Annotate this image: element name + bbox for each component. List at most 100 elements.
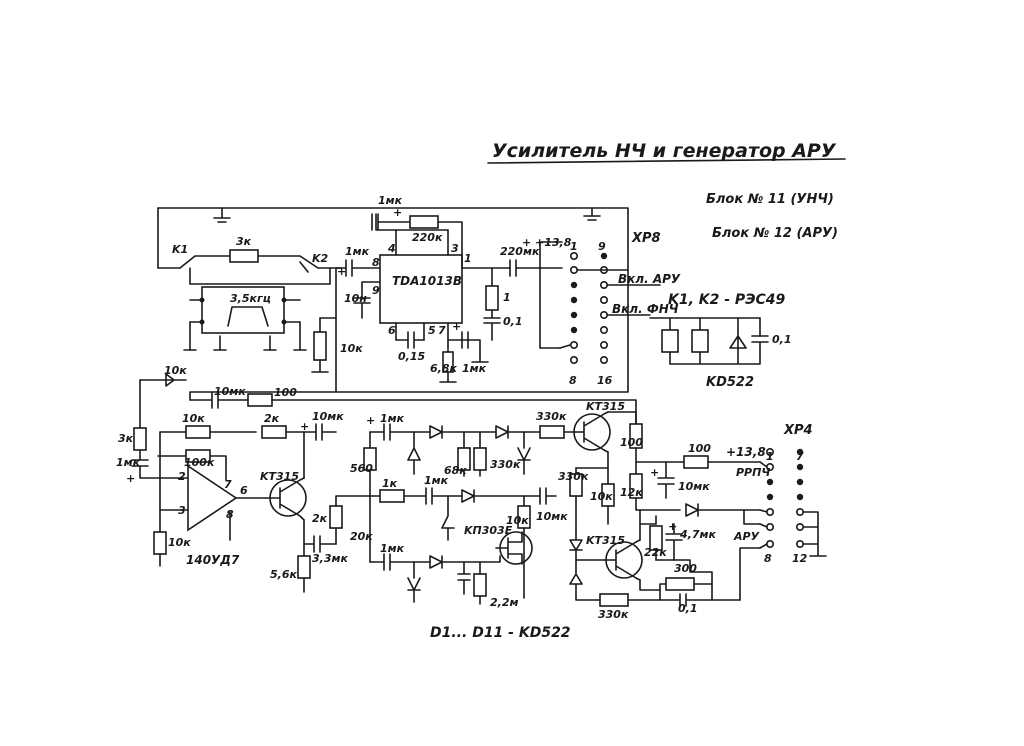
xp8-pin-9: 9 bbox=[598, 240, 606, 253]
r-220k-label: 220к bbox=[412, 231, 443, 244]
r-10k-left-label: 10к bbox=[340, 342, 363, 355]
tda-ic-label: TDA1013B bbox=[392, 274, 462, 288]
r-1k-label: 1к bbox=[382, 477, 398, 490]
filter-freq-label: 3,5кгц bbox=[230, 292, 271, 305]
tda-pin-3: 3 bbox=[451, 242, 459, 255]
c-1mk-d-label: 1мк bbox=[424, 474, 449, 487]
r-1-label: 1 bbox=[503, 291, 511, 304]
relay-contacts bbox=[179, 249, 341, 285]
opamp-pin-6: 6 bbox=[240, 484, 248, 497]
opamp-pin-7: 7 bbox=[224, 478, 232, 491]
kp303e-label: KП303E bbox=[464, 524, 513, 537]
r-330k-a-label: 330к bbox=[490, 458, 521, 471]
c-1mk-b-label: 1мк bbox=[116, 456, 141, 469]
c-10mk-c-label: 10мк bbox=[536, 510, 568, 523]
polarity-i: + bbox=[668, 520, 677, 533]
k2-label: K2 bbox=[312, 252, 329, 265]
r-10k-d-label: 10к bbox=[506, 514, 529, 527]
r-68k-label: 6,8к bbox=[430, 362, 457, 375]
c-01-relay-label: 0,1 bbox=[772, 333, 792, 346]
transistor-3 bbox=[569, 509, 761, 607]
kt315-3-label: KT315 bbox=[586, 534, 625, 547]
r-10k-a-label: 10к bbox=[164, 364, 187, 377]
r-56k-label: 5,6к bbox=[270, 568, 297, 581]
kt315-1-label: KT315 bbox=[260, 470, 299, 483]
r-560-label: 560 bbox=[350, 462, 373, 475]
diodes-note: D1... D11 - KD522 bbox=[430, 625, 571, 641]
c-220mk-label: 220мк bbox=[500, 245, 540, 258]
r-20k-label: 20к bbox=[350, 530, 373, 543]
input-cap bbox=[335, 259, 381, 277]
c-10mk-a-label: 10мк bbox=[214, 385, 246, 398]
c-01-a-label: 0,1 bbox=[503, 315, 523, 328]
r-330k-c-label: 330к bbox=[536, 410, 567, 423]
tda-pin-4: 4 bbox=[387, 242, 396, 255]
r-100-b-label: 100 bbox=[620, 436, 643, 449]
lowpass-filter-block bbox=[183, 286, 307, 351]
c-10mk-d-label: 10мк bbox=[678, 480, 710, 493]
r-100-c-label: 100 bbox=[688, 442, 711, 455]
title-underline bbox=[487, 158, 846, 164]
transistor-1 bbox=[265, 431, 337, 593]
tda-feedback bbox=[371, 213, 463, 269]
c-33mk-label: 3,3мк bbox=[312, 552, 348, 565]
r-12k-label: 12к bbox=[620, 486, 643, 499]
kd522-relay-label: KD522 bbox=[706, 375, 754, 390]
vkl-fnch-label: Вкл. ФНЧ bbox=[612, 302, 679, 316]
xp4-connector bbox=[759, 447, 827, 557]
c-01-b-label: 0,1 bbox=[678, 602, 698, 615]
polarity-b: + bbox=[393, 206, 402, 219]
c-1mk-in-label: 1мк bbox=[345, 245, 370, 258]
tda-pin-5: 5 bbox=[428, 324, 436, 337]
polarity-g: + bbox=[366, 414, 375, 427]
c-10mk-b-label: 10мк bbox=[312, 410, 344, 423]
aru-out-label: АРУ bbox=[733, 530, 760, 543]
r-68k-b-label: 68к bbox=[444, 464, 467, 477]
r-330k-b-label: 330к bbox=[558, 470, 589, 483]
r-100-a-label: 100 bbox=[274, 386, 297, 399]
polarity-c: + bbox=[522, 236, 531, 249]
polarity-h: + bbox=[650, 466, 659, 479]
r-22m-label: 2,2м bbox=[490, 596, 518, 609]
tda-pin-1: 1 bbox=[464, 252, 472, 265]
opamp-section bbox=[131, 423, 337, 567]
k1-label: K1 bbox=[172, 243, 188, 256]
opamp-pin-8: 8 bbox=[226, 508, 234, 521]
xp8-pin-8: 8 bbox=[569, 374, 577, 387]
kt315-2-label: KT315 bbox=[586, 400, 625, 413]
block-12-label: Блок № 12 (АРУ) bbox=[712, 226, 838, 241]
xp4-pin-1: 1 bbox=[766, 450, 774, 463]
xp4-label: XP4 bbox=[783, 423, 813, 438]
c-1mk-top-label: 1мк bbox=[378, 194, 403, 207]
polarity-e: + bbox=[126, 472, 135, 485]
transistor-2 bbox=[569, 411, 637, 531]
r-100k-label: 100к bbox=[184, 456, 215, 469]
vkl-aru-label: Вкл. АРУ bbox=[618, 272, 681, 286]
r-1mk-label: 1мк bbox=[462, 362, 487, 375]
r-3k-b-label: 3к bbox=[118, 432, 134, 445]
xp4-pin-7: 7 bbox=[796, 450, 804, 463]
tda-output bbox=[483, 241, 563, 349]
c-1mk-c-label: 1мк bbox=[380, 412, 405, 425]
rrpch-label: РРПЧ bbox=[736, 466, 770, 479]
xp4-pin-8: 8 bbox=[764, 552, 772, 565]
opamp-label: 140УД7 bbox=[186, 553, 240, 567]
r-10k-c-label: 10к bbox=[168, 536, 191, 549]
r-10k-e-label: 10к bbox=[590, 490, 613, 503]
tda-pin-8: 8 bbox=[372, 256, 380, 269]
polarity-f: + bbox=[300, 420, 309, 433]
tda-bottom-parts bbox=[395, 331, 489, 383]
r-22k-label: 22к bbox=[644, 546, 667, 559]
diagram-title: Усилитель НЧ и генератор АРУ bbox=[492, 140, 837, 162]
xp4-pin-12: 12 bbox=[792, 552, 808, 565]
tda-pin-7: 7 bbox=[438, 324, 446, 337]
input-divider bbox=[311, 267, 337, 393]
c-10n-label: 10н bbox=[344, 292, 367, 305]
polarity-d: + bbox=[452, 320, 461, 333]
v138-right-label: +13,8 bbox=[726, 445, 766, 459]
r-2k-a-label: 2к bbox=[264, 412, 280, 425]
r-10k-b-label: 10к bbox=[182, 412, 205, 425]
r-330k-d-label: 330к bbox=[598, 608, 629, 621]
xp8-connector bbox=[559, 252, 661, 364]
